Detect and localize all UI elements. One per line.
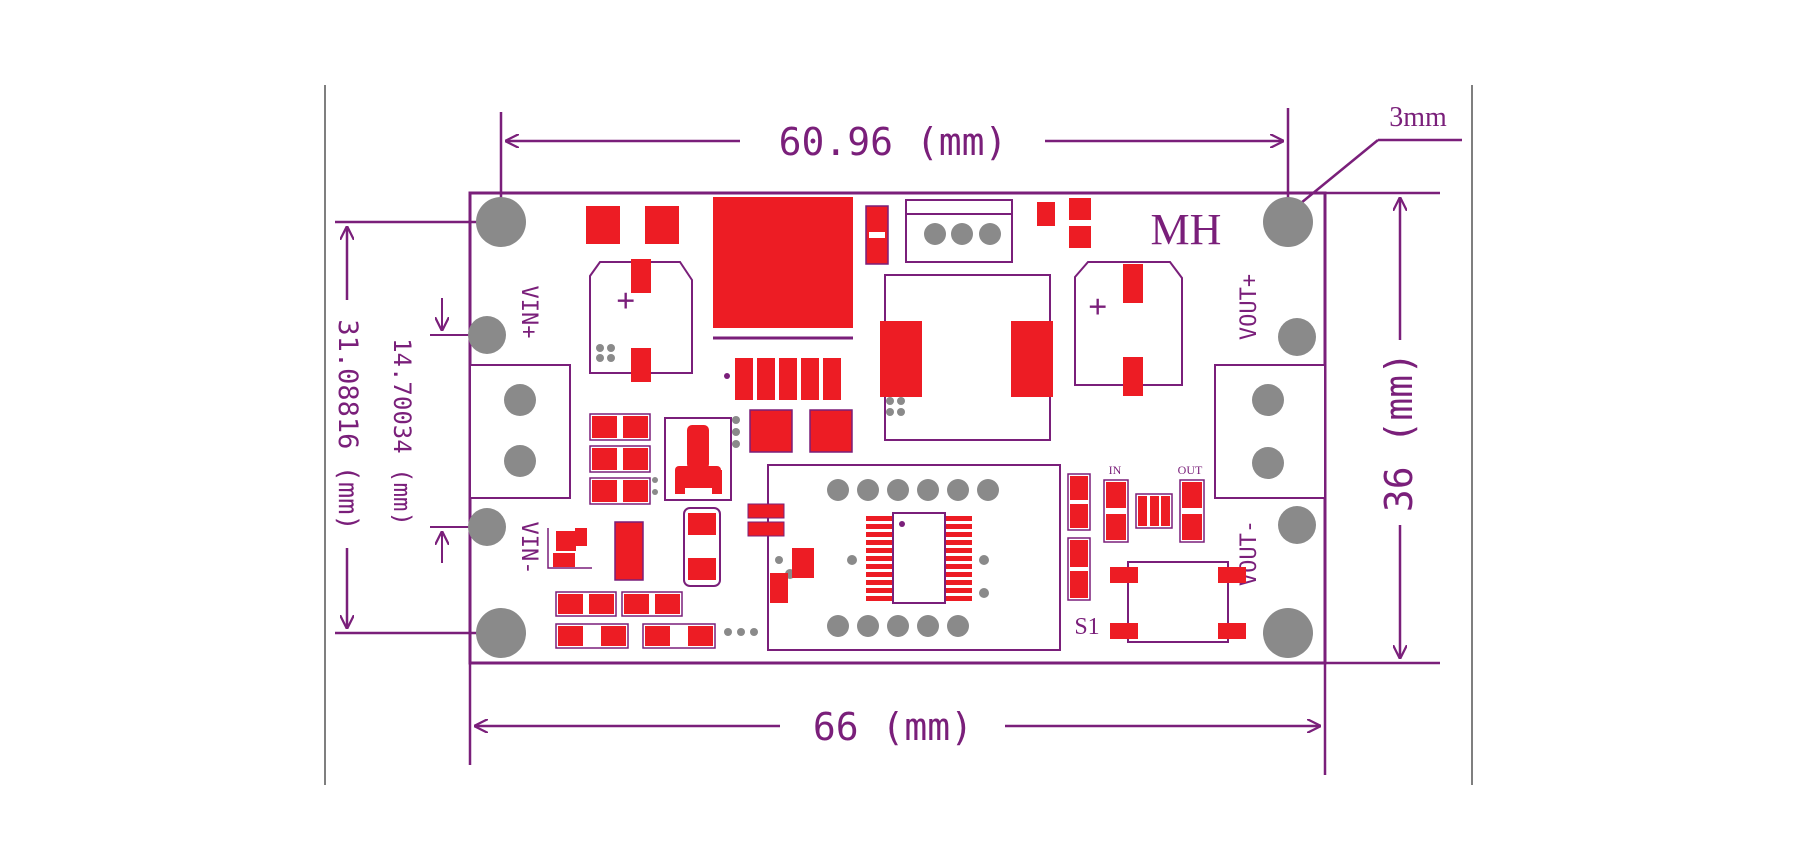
capacitor-right: + <box>1074 261 1183 396</box>
dim-right: 36 (mm) <box>1325 191 1440 665</box>
vin-plus-hole <box>468 316 506 354</box>
smd-pads-lower-left <box>547 507 721 587</box>
resistor-stack-left <box>589 413 658 505</box>
smd-pads-top-right <box>1037 198 1091 248</box>
dim-top: 60.96 (mm) <box>499 108 1290 222</box>
ssop-pin <box>946 564 972 569</box>
vout-plus-label: VOUT+ <box>1237 274 1262 340</box>
diode-footprint <box>880 274 1053 441</box>
inductor-pad <box>713 197 853 340</box>
ssop-pin <box>866 524 892 529</box>
switch-label: S1 <box>1074 614 1099 640</box>
dim-left-outer-label: 31.08816 (mm) <box>332 319 363 530</box>
mount-hole-bottom-right <box>1263 608 1313 658</box>
smd-pads-module-right <box>1067 473 1205 601</box>
ssop-pin <box>946 532 972 537</box>
smd-pads-module-left <box>747 503 814 603</box>
brand-label: MH <box>1151 205 1222 254</box>
ssop-pin <box>866 572 892 577</box>
vin-minus-label: VIN- <box>516 522 541 575</box>
ssop-pin <box>866 556 892 561</box>
capacitor-left-plus: + <box>616 283 635 320</box>
pin1-dot <box>724 373 730 379</box>
pad-small-vertical-gap <box>869 232 885 238</box>
output-terminal <box>1214 364 1326 499</box>
out-label: OUT <box>1178 463 1203 477</box>
capacitor-left: + <box>589 259 693 382</box>
ssop-pin <box>866 540 892 545</box>
dim-bottom: 66 (mm) <box>468 663 1327 775</box>
ssop-pin <box>866 588 892 593</box>
vout-plus-hole <box>1278 318 1316 356</box>
dim-right-label: 36 (mm) <box>1377 352 1421 512</box>
dim-left-outer: 31.08816 (mm) <box>332 220 501 635</box>
ssop-pin <box>946 572 972 577</box>
ssop-pin <box>946 588 972 593</box>
ssop-pin <box>946 540 972 545</box>
ic-module <box>767 464 1061 651</box>
ssop-pin <box>946 516 972 521</box>
capacitor-right-plus: + <box>1088 289 1107 326</box>
dim-top-label: 60.96 (mm) <box>779 120 1008 164</box>
switch-s1 <box>1110 561 1246 643</box>
input-terminal <box>469 364 571 499</box>
vout-minus-hole <box>1278 506 1316 544</box>
dim-hole-note: 3mm <box>1289 102 1462 213</box>
ssop-pin <box>866 580 892 585</box>
ssop-pin <box>866 564 892 569</box>
ssop-pin <box>866 548 892 553</box>
vin-minus-hole <box>468 508 506 546</box>
ssop-pin <box>946 580 972 585</box>
mount-hole-bottom-left <box>476 608 526 658</box>
ssop-pin <box>866 532 892 537</box>
ssop-pin <box>946 548 972 553</box>
vin-plus-label: VIN+ <box>516 286 541 339</box>
ssop-pin <box>946 556 972 561</box>
hole-note-label: 3mm <box>1389 102 1447 133</box>
mount-hole-top-left <box>476 197 526 247</box>
transistor-footprint <box>664 417 732 501</box>
connector-header <box>905 199 1013 263</box>
dim-bottom-label: 66 (mm) <box>813 705 973 749</box>
mount-hole-top-right <box>1263 197 1313 247</box>
ic-pad-row <box>735 358 841 400</box>
ssop-pin <box>866 596 892 601</box>
ssop-pin <box>866 516 892 521</box>
smd-pads-top-left <box>586 206 679 244</box>
in-label: IN <box>1109 463 1122 477</box>
smd-pads-middle <box>732 409 853 453</box>
ssop-pin <box>946 524 972 529</box>
ssop-pin <box>946 596 972 601</box>
mounting-holes <box>468 197 1316 658</box>
dim-left-inner-label: 14.70034 (mm) <box>388 338 416 526</box>
resistor-row-bottom <box>555 591 758 649</box>
